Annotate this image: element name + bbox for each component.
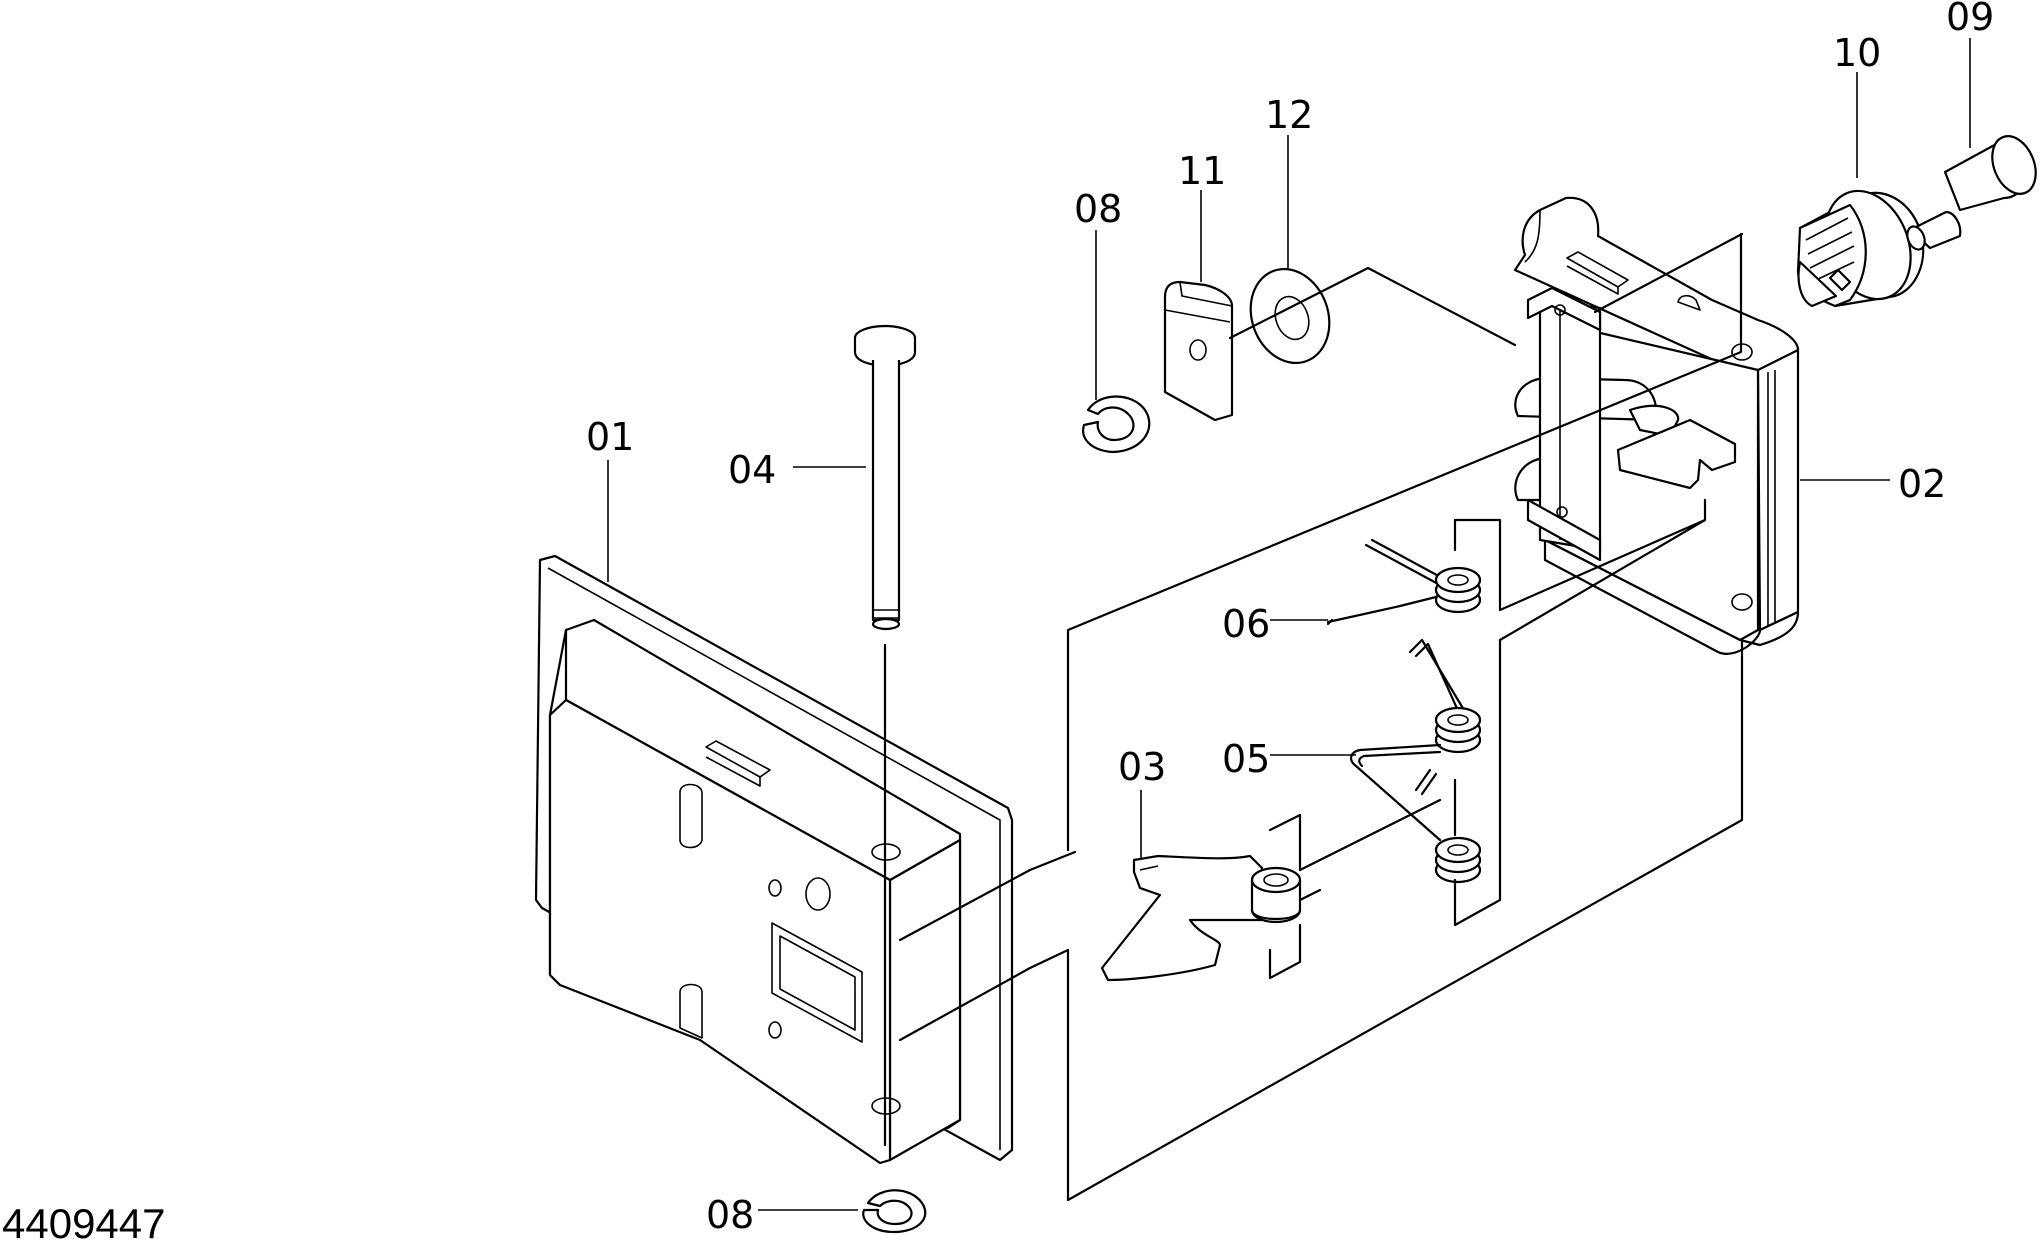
callout-04: 04 <box>728 448 776 492</box>
torsion-spring <box>1326 538 1482 626</box>
callout-01: 01 <box>586 415 634 459</box>
pivot-pin <box>853 324 917 631</box>
latch-pawl <box>1100 854 1302 982</box>
e-ring-upper <box>1082 395 1151 454</box>
callout-08-lower: 08 <box>706 1193 754 1237</box>
washer <box>1249 267 1331 365</box>
pawl-torsion-spring <box>1350 638 1482 884</box>
lock-cylinder <box>1796 189 1925 308</box>
callout-10: 10 <box>1833 31 1881 75</box>
callout-11: 11 <box>1178 149 1226 193</box>
cylinder-screw <box>1906 135 2037 251</box>
callout-08-upper: 08 <box>1074 187 1122 231</box>
callout-09: 09 <box>1946 0 1994 39</box>
callout-06: 06 <box>1222 602 1270 646</box>
callout-02: 02 <box>1898 462 1946 506</box>
callout-12: 12 <box>1265 93 1313 137</box>
callout-05: 05 <box>1222 737 1270 781</box>
clip-plate <box>1163 280 1234 422</box>
figure-number: 4409447 <box>2 1200 166 1247</box>
assembly-lines <box>883 232 1744 1202</box>
callout-03: 03 <box>1118 745 1166 789</box>
leader-lines <box>607 38 1971 1211</box>
e-ring-lower <box>862 1189 927 1234</box>
lock-housing <box>534 554 1014 1165</box>
callout-labels: 01 02 03 04 05 06 08 08 09 10 11 12 <box>586 0 1994 1237</box>
lock-bracket <box>1513 196 1800 655</box>
